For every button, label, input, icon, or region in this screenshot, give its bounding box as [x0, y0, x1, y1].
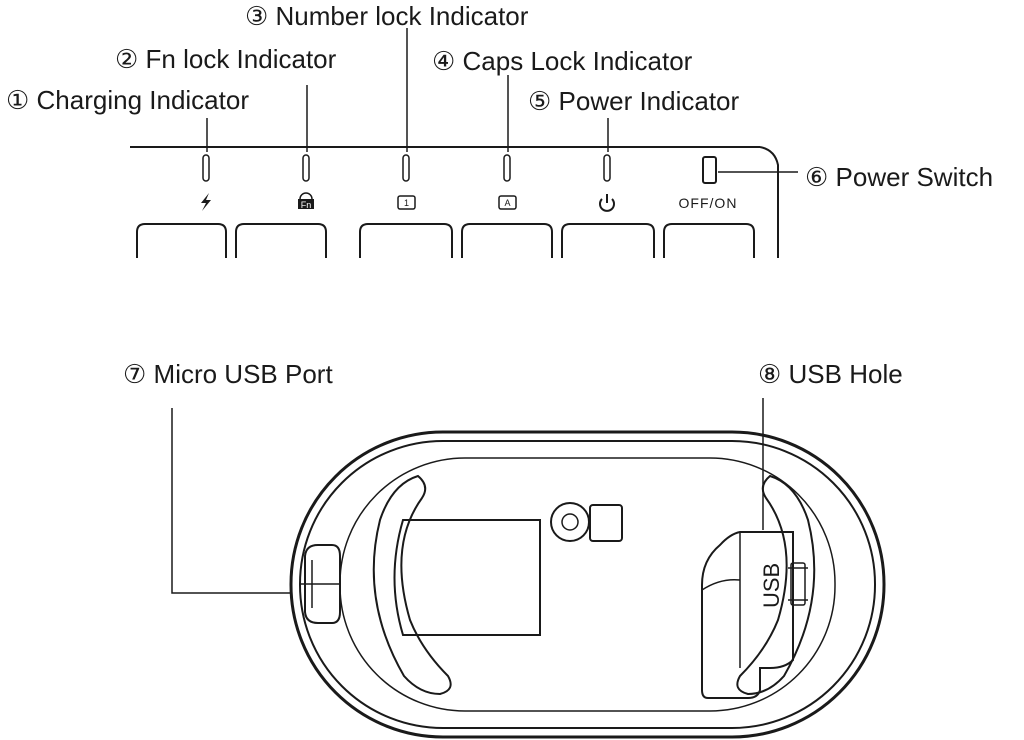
usb-hole-text: USB — [759, 563, 784, 608]
fn-lock-label: ② Fn lock Indicator — [115, 44, 337, 74]
number-lock-label: ③ Number lock Indicator — [245, 1, 529, 31]
indicator-leds — [202, 154, 717, 184]
caps-icon-text: A — [504, 198, 510, 208]
charging-led — [202, 154, 210, 182]
leader-lines-top — [206, 28, 798, 173]
micro-usb-port[interactable] — [300, 544, 341, 624]
power-switch-label: ⑥ Power Switch — [805, 162, 993, 192]
caps-lock-icon: A — [498, 195, 517, 210]
num-lock-icon: 1 — [397, 195, 416, 210]
power-switch[interactable] — [702, 156, 717, 184]
charging-label: ① Charging Indicator — [6, 85, 249, 115]
power-icon — [599, 194, 615, 212]
switch-label: OFF/ON — [679, 195, 738, 211]
power-indicator-label: ⑤ Power Indicator — [528, 86, 740, 116]
leader-lines-mouse — [171, 398, 764, 594]
num-lock-led — [402, 154, 410, 182]
caps-lock-label: ④ Caps Lock Indicator — [432, 46, 693, 76]
lightning-icon — [201, 193, 211, 211]
fn-icon-text: Fn — [301, 200, 312, 210]
micro-usb-label: ⑦ Micro USB Port — [123, 359, 333, 389]
indicator-symbols: Fn 1 A OFF/ON — [201, 192, 738, 212]
power-led — [603, 154, 611, 182]
num-icon-text: 1 — [404, 198, 409, 208]
usb-hole-label: ⑧ USB Hole — [758, 359, 903, 389]
keyboard-top-panel — [130, 146, 779, 258]
fn-lock-led — [302, 154, 310, 182]
usb-hole[interactable]: USB — [701, 531, 808, 699]
fn-lock-icon: Fn — [298, 192, 314, 210]
caps-lock-led — [503, 154, 511, 182]
keycaps — [136, 223, 755, 258]
mouse-body: USB — [289, 430, 886, 739]
